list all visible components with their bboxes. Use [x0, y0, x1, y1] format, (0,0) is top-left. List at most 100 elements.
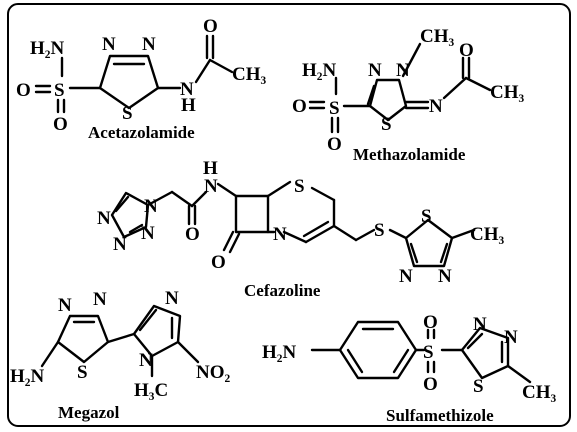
amide-n-label: N	[204, 176, 218, 197]
n-methyl-label: CH₃	[420, 26, 455, 47]
tetrazole-ring	[110, 191, 150, 239]
thiadiazole-ring	[56, 314, 110, 364]
imine-to-carbonyl-bond	[442, 76, 468, 100]
thiadiazoline-ring	[368, 78, 408, 122]
sulfonyl-o-top-label: O	[423, 312, 438, 333]
thiadiazole-n2-label: N	[438, 266, 452, 287]
tetrazole-n4-label: N	[144, 196, 158, 217]
imidazole-double-bond	[138, 308, 158, 332]
ch2-to-s-bond	[354, 228, 376, 242]
tetrazole-double-bond	[114, 195, 130, 213]
sulfonyl-s-label: S	[329, 98, 340, 119]
figure-frame	[7, 3, 571, 427]
thiadiazole-double-bond	[466, 332, 484, 350]
thiadiazole-n2-label: N	[504, 327, 518, 348]
benzene-double-bond-3	[346, 348, 364, 374]
sulfamethizole-structure: H₂N S O O N N S CH₃ Sulfamethizole	[262, 312, 557, 425]
acetazolamide-structure: H₂N S O O N N S N H O CH₃ Acetazolamide	[16, 16, 267, 142]
nitro-label: NO₂	[196, 362, 231, 383]
compound-name-cefazoline: Cefazoline	[244, 281, 321, 300]
thiadiazole-s-label: S	[421, 206, 432, 227]
thiadiazole-double-bond	[409, 242, 419, 264]
imidazole-n3-label: N	[165, 288, 179, 309]
ch2-bond	[332, 224, 358, 242]
ring-n-right-label: N	[142, 34, 156, 55]
s-to-thiadiazole-bond	[388, 228, 408, 240]
thiazine-double-bond	[304, 224, 336, 244]
lactam-o-label: O	[211, 252, 226, 273]
amino-bond	[40, 340, 60, 368]
tetrazole-n1-label: N	[97, 208, 111, 229]
compound-name-megazol: Megazol	[58, 403, 120, 422]
carbonyl-to-methyl-bond	[464, 76, 492, 92]
thiadiazole-n1-label: N	[58, 295, 72, 316]
carbonyl-o-label: O	[203, 16, 218, 37]
amide-n-label: N	[180, 79, 194, 100]
n-methyl-bond	[401, 42, 422, 78]
thiadiazole-methyl-label: CH₃	[522, 382, 557, 403]
sulfonyl-s-label: S	[54, 80, 65, 101]
thiadiazole-methyl-label: CH₃	[470, 224, 505, 245]
carbonyl-to-methyl-bond	[208, 58, 234, 74]
thiadiazole-double-bond-2	[439, 242, 449, 264]
sulfonyl-o-left-label: O	[16, 80, 31, 101]
benzene-ring	[338, 320, 418, 380]
amino-label: H₂N	[10, 366, 44, 387]
imidazole-n1-label: N	[139, 350, 153, 371]
compound-name-acetazolamide: Acetazolamide	[88, 123, 195, 142]
sulfonyl-s-label: S	[423, 342, 434, 363]
sulfonyl-o-bottom-label: O	[53, 114, 68, 135]
ring-link-bond	[106, 332, 136, 344]
imine-n-label: N	[429, 96, 443, 117]
amide-h-label: H	[181, 95, 196, 116]
thiadiazole-n1-label: N	[473, 314, 487, 335]
thiazine-s-label: S	[294, 176, 305, 197]
ring-s-label: S	[122, 103, 133, 124]
amide-h-label: H	[203, 158, 218, 179]
benzene-double-bond-2	[392, 348, 410, 374]
aniline-nh2-label: H₂N	[262, 342, 296, 363]
thiadiazole-methyl-bond	[506, 364, 532, 384]
thioether-s-label: S	[374, 220, 385, 241]
methyl-label: CH₃	[232, 64, 267, 85]
thiadiazole-ring	[404, 218, 454, 268]
carbonyl-to-nh-bond	[190, 190, 208, 208]
thiadiazole-ring	[98, 54, 160, 110]
nh-to-lactam-bond	[216, 182, 238, 198]
ring-double-bond	[366, 84, 376, 106]
ring-n-right-label: N	[396, 60, 410, 81]
tetrazole-to-ch2-bond	[146, 190, 174, 207]
amide-o-label: O	[185, 224, 200, 245]
ring-s-label: S	[381, 114, 392, 135]
sulfonyl-o-left-label: O	[292, 96, 307, 117]
thiadiazole-n1-label: N	[399, 266, 413, 287]
thiazine-bond-1	[266, 180, 292, 198]
sulfonamide-nh2-label: H₂N	[30, 38, 64, 59]
thiadiazole-ring	[460, 326, 510, 380]
megazol-structure: N N S H₂N N N H₃C NO₂ Megazol	[10, 288, 231, 422]
nh-to-carbonyl-bond	[194, 58, 212, 84]
cefazoline-structure: N N N N O H N O N S S S N N CH₃ Cefazoli…	[97, 158, 505, 300]
ring-n-left-label: N	[368, 60, 382, 81]
carbonyl-o-label: O	[459, 40, 474, 61]
compound-name-sulfamethizole: Sulfamethizole	[386, 406, 494, 425]
methyl-label: CH₃	[490, 82, 525, 103]
ch2-to-carbonyl-bond	[170, 190, 194, 208]
tetrazole-double-bond-2	[128, 223, 144, 234]
thiazine-bond-2	[310, 186, 336, 202]
sulfonamide-nh2-label: H₂N	[302, 60, 336, 81]
thiadiazole-n2-label: N	[93, 289, 107, 310]
n-methyl-label: H₃C	[134, 380, 168, 401]
imidazole-ring	[132, 304, 182, 358]
thiadiazole-s-label: S	[77, 362, 88, 383]
beta-lactam-ring	[234, 194, 270, 234]
methazolamide-structure: CH₃ H₂N S O O N N S N O CH₃ Methazolamid…	[292, 26, 525, 164]
nitro-bond	[176, 340, 200, 364]
thiadiazole-methyl-bond	[450, 228, 476, 240]
lactam-carbonyl-double-bond-2	[228, 232, 241, 254]
thiazine-bond-4	[282, 230, 308, 244]
lactam-n-label: N	[273, 224, 287, 245]
tetrazole-n2-label: N	[113, 234, 127, 255]
